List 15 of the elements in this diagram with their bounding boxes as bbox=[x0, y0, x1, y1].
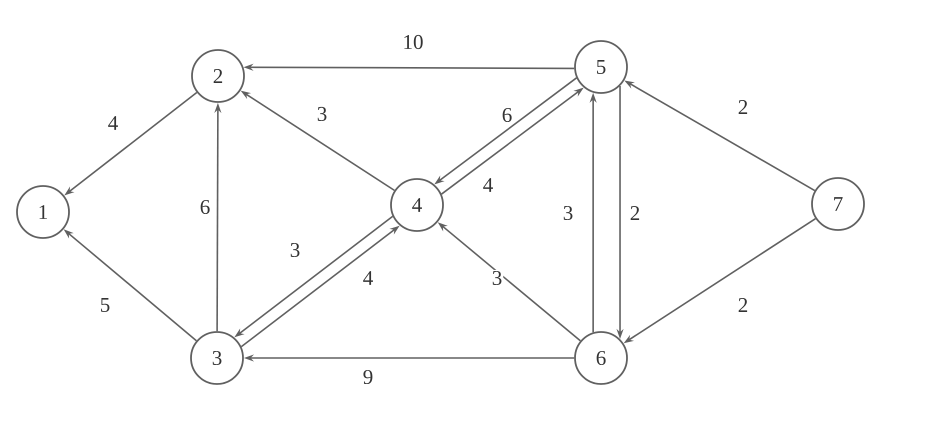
edge-label: 10 bbox=[402, 34, 424, 50]
edge-label: 4 bbox=[362, 270, 374, 286]
edge-label: 3 bbox=[490, 270, 504, 286]
edge-label: 2 bbox=[736, 297, 750, 313]
edge-label: 2 bbox=[736, 99, 750, 115]
edge-label: 3 bbox=[562, 204, 574, 222]
edge-label: 2 bbox=[628, 205, 642, 221]
edge-label: 3 bbox=[316, 106, 328, 122]
edge-label: 6 bbox=[198, 198, 212, 216]
edge-label: 5 bbox=[98, 297, 112, 313]
edge-label: 6 bbox=[500, 106, 514, 124]
edge-label: 3 bbox=[288, 242, 302, 258]
edge-label: 9 bbox=[362, 368, 374, 386]
edge-label: 4 bbox=[482, 177, 494, 193]
edge-label: 4 bbox=[106, 115, 120, 131]
